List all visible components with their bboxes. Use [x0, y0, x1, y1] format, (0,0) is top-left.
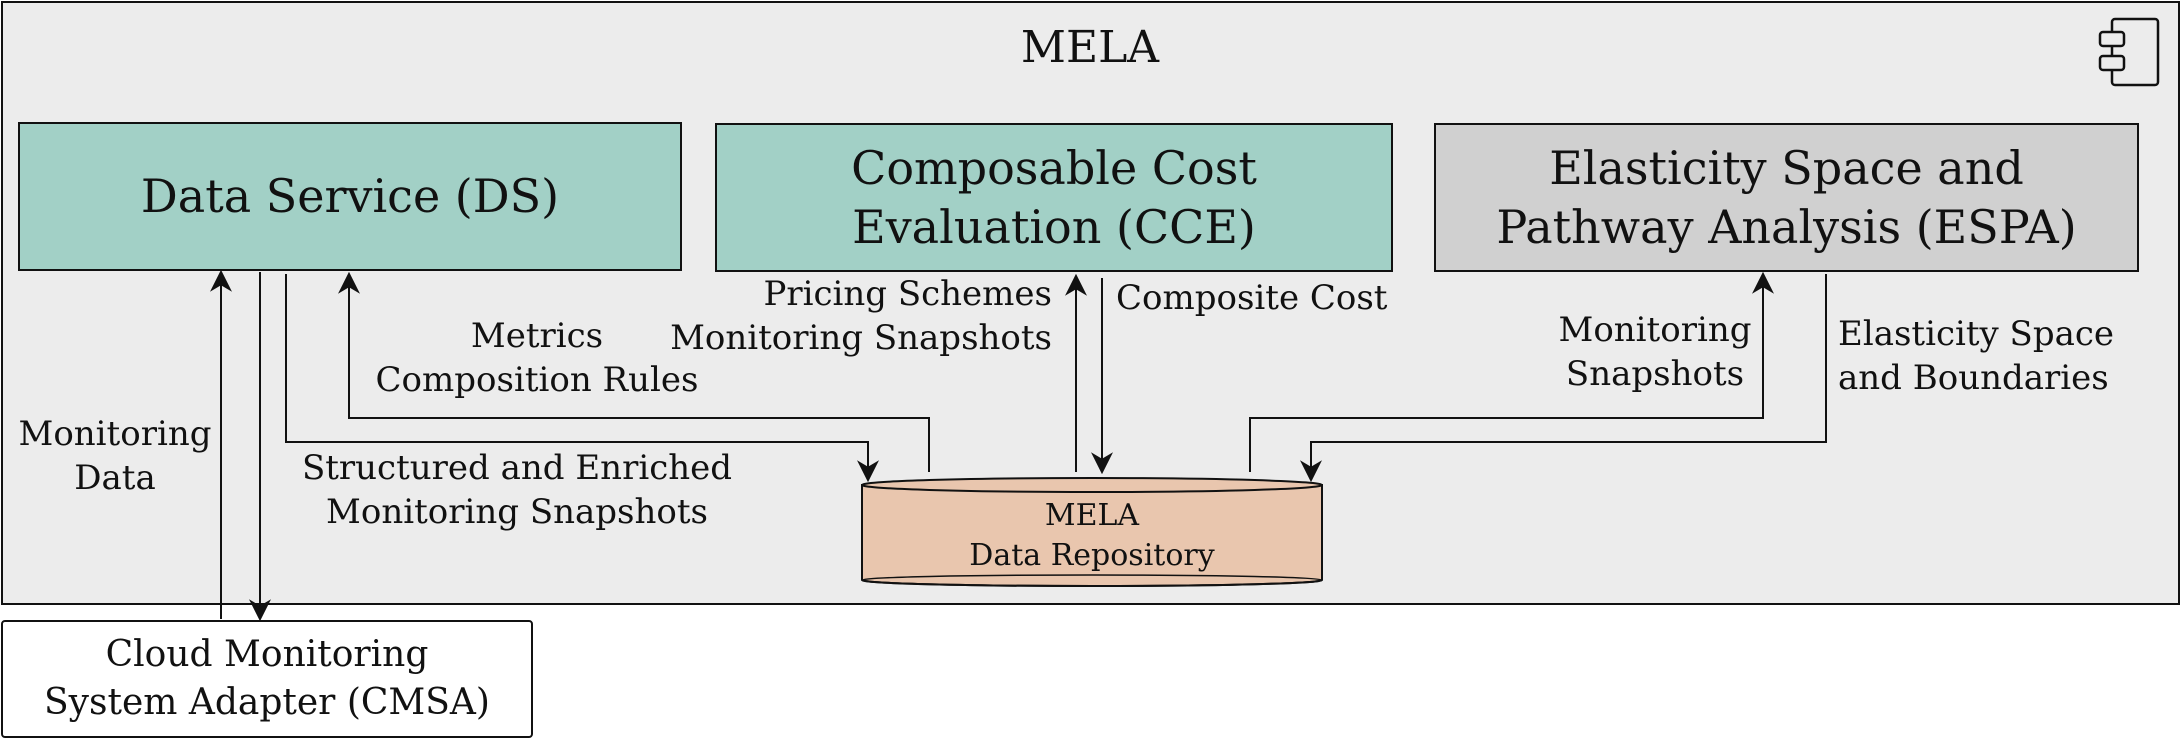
- cce-label-line2: Evaluation (CCE): [852, 199, 1256, 254]
- label-monitoring-data-line1: Monitoring: [18, 414, 212, 454]
- cmsa-box: Cloud Monitoring System Adapter (CMSA): [1, 620, 533, 738]
- espa-label-line2: Pathway Analysis (ESPA): [1496, 199, 2077, 254]
- label-composite-cost: Composite Cost: [1116, 278, 1388, 318]
- container-title: MELA: [1020, 22, 1160, 73]
- label-pricing-line2: Monitoring Snapshots: [670, 318, 1052, 358]
- label-metrics-line1: Metrics: [470, 316, 604, 356]
- data-service-box: Data Service (DS): [18, 122, 682, 271]
- label-monitoring-data: Monitoring Data: [10, 412, 220, 500]
- cce-box: Composable Cost Evaluation (CCE): [715, 123, 1393, 272]
- edge-repo-to-ds: [338, 271, 930, 472]
- label-metrics-line2: Composition Rules: [375, 360, 699, 400]
- edge-repo-to-espa: [1249, 271, 1774, 472]
- component-icon: [2098, 17, 2160, 87]
- label-espa-input-line1: Monitoring: [1558, 310, 1752, 350]
- cce-label-line1: Composable Cost: [851, 140, 1257, 195]
- repo-label-line2: Data Repository: [969, 538, 1215, 573]
- label-espa-output: Elasticity Space and Boundaries: [1838, 312, 2115, 400]
- label-espa-input: Monitoring Snapshots: [1540, 308, 1770, 396]
- label-espa-output-line1: Elasticity Space: [1838, 314, 2115, 354]
- label-structured-line2: Monitoring Snapshots: [326, 492, 708, 532]
- label-pricing-line1: Pricing Schemes: [763, 274, 1052, 314]
- espa-box: Elasticity Space and Pathway Analysis (E…: [1434, 123, 2139, 272]
- data-service-label: Data Service (DS): [140, 169, 560, 224]
- label-metrics-rules: Metrics Composition Rules: [362, 314, 712, 402]
- edge-espa-to-repo: [1300, 274, 1827, 483]
- espa-label-line1: Elasticity Space and: [1549, 140, 2024, 195]
- label-espa-output-line2: and Boundaries: [1838, 358, 2109, 398]
- data-repository-label: MELA Data Repository: [862, 496, 1322, 576]
- cmsa-label-line1: Cloud Monitoring: [105, 634, 429, 676]
- repo-label-line1: MELA: [1044, 498, 1140, 533]
- cmsa-label-line2: System Adapter (CMSA): [44, 682, 490, 723]
- label-structured-snapshots: Structured and Enriched Monitoring Snaps…: [300, 446, 734, 534]
- label-pricing-snapshots: Pricing Schemes Monitoring Snapshots: [640, 272, 1052, 360]
- label-monitoring-data-line2: Data: [74, 458, 156, 498]
- edge-ds-to-repo: [285, 274, 879, 483]
- label-espa-input-line2: Snapshots: [1565, 354, 1745, 394]
- data-repository-shape: [861, 477, 1323, 587]
- label-structured-line1: Structured and Enriched: [301, 448, 733, 488]
